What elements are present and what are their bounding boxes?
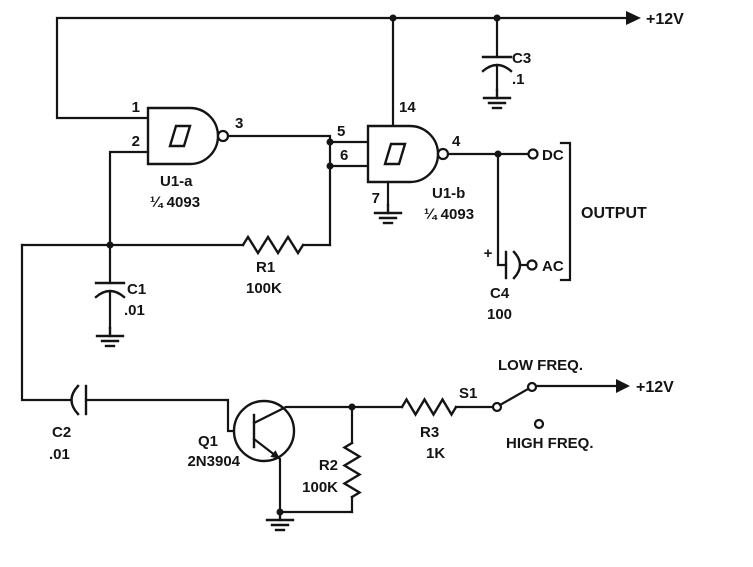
s1-high-label: HIGH FREQ.: [506, 435, 594, 452]
capacitor-c3: C3 .1: [481, 16, 531, 110]
collector-wire: [252, 405, 354, 425]
junction-dot: [326, 162, 334, 170]
dc-output-terminal: [527, 148, 539, 160]
r3-zigzag: [400, 397, 458, 417]
junction-dot: [276, 508, 284, 516]
dc-label: DC: [542, 147, 564, 164]
resistor-r2: R2 100K: [302, 405, 362, 514]
s1-ref: S1: [459, 385, 477, 402]
u1a-pin3-number: 3: [235, 115, 243, 132]
switch-high-contact: [533, 418, 545, 430]
nand-gate-body: [146, 106, 220, 166]
ground-icon: [373, 203, 403, 225]
c2-curved-plate: [70, 384, 80, 416]
r1-zigzag: [241, 234, 305, 256]
output-bracket: [559, 141, 572, 282]
u1b-part: ¼ 4093: [424, 206, 474, 223]
junction-dot: [326, 138, 334, 146]
q1-ref: Q1: [198, 433, 218, 450]
transistor-body: [232, 399, 296, 463]
c2-lead: [20, 243, 73, 402]
u1a-pin2-number: 2: [132, 133, 140, 150]
c3-ref: C3: [512, 50, 531, 67]
switch-rail-label: +12V: [636, 379, 674, 396]
capacitor-c1: C1 .01: [94, 243, 146, 348]
output-label: OUTPUT: [581, 205, 647, 222]
inverter-bubble-icon: [436, 147, 450, 161]
u1b-ref: U1-b: [432, 185, 465, 202]
ac-label: AC: [542, 258, 564, 275]
top-rail-label: +12V: [646, 11, 684, 28]
c2-to-base-wire: [84, 398, 256, 433]
rail-wire: [55, 16, 629, 120]
c2-value: .01: [49, 446, 70, 463]
u1b-pin4-number: 4: [452, 133, 461, 150]
u1a-pin2-wire: [108, 150, 150, 247]
transistor-q1: Q1 2N3904: [187, 399, 356, 532]
u1b-pin14-number: 14: [399, 99, 416, 116]
switch-s1: S1 LOW FREQ. HIGH FREQ. +12V: [459, 357, 674, 452]
ac-output-terminal: [526, 259, 538, 271]
output-section: + C4 100 DC AC OUTPUT: [484, 141, 647, 323]
c4-lead: [496, 152, 508, 267]
r1-value: 100K: [246, 280, 282, 297]
c1-value: .01: [124, 302, 145, 319]
top-power-rail: +12V: [55, 11, 684, 120]
emitter-wire: [252, 437, 354, 514]
resistor-r3: R3 1K: [350, 397, 495, 462]
c4-value: 100: [487, 306, 512, 323]
u1b-pin5-number: 5: [337, 123, 345, 140]
switch-arm: [498, 387, 530, 407]
u1a-pin1-number: 1: [132, 99, 140, 116]
capacitor-c2: C2 .01: [20, 243, 256, 463]
u1a-output-wire: [226, 134, 332, 247]
q1-value: 2N3904: [187, 453, 240, 470]
c1-ref: C1: [127, 281, 146, 298]
inverter-bubble-icon: [216, 129, 230, 143]
r2-zigzag: [342, 441, 362, 499]
c4-polarity: +: [484, 245, 493, 262]
u1a-ref: U1-a: [160, 173, 193, 190]
schmitt-hysteresis-icon: [168, 124, 192, 148]
s1-low-label: LOW FREQ.: [498, 357, 583, 374]
ground-icon: [482, 88, 512, 110]
emitter-arrow-icon: [270, 450, 280, 459]
u1b-pin6-number: 6: [340, 147, 348, 164]
c4-ref: C4: [490, 285, 510, 302]
c3-value: .1: [512, 71, 525, 88]
c2-ref: C2: [52, 424, 71, 441]
r1-ref: R1: [256, 259, 275, 276]
r3-value: 1K: [426, 445, 445, 462]
switch-low-contact: [526, 381, 538, 393]
schmitt-hysteresis-icon: [383, 142, 407, 166]
gate-u1a: 1 2 3 U1-a ¼ 4093: [108, 99, 332, 247]
u1a-part: ¼ 4093: [150, 194, 200, 211]
r2-value: 100K: [302, 479, 338, 496]
r2-ref: R2: [319, 457, 338, 474]
r3-ref: R3: [420, 424, 439, 441]
rail-arrow-icon: [626, 11, 641, 25]
supply-arrow-icon: [616, 379, 630, 393]
ground-icon: [95, 326, 125, 348]
u1b-pin7-number: 7: [372, 190, 380, 207]
gate-u1b: 5 6 14 4 7 U1-b ¼ 4093: [326, 16, 530, 225]
resistor-r1: R1 100K: [20, 234, 332, 297]
